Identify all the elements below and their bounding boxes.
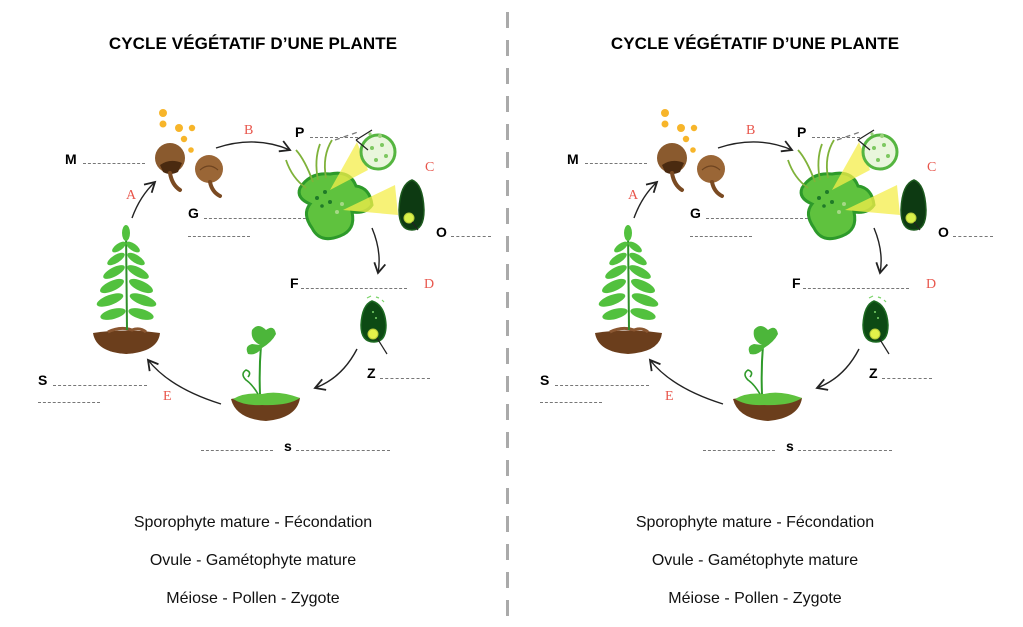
blank-f[interactable] — [301, 288, 407, 289]
blank-g[interactable] — [706, 218, 808, 219]
arrow-d — [815, 348, 860, 391]
word-bank-line-2: Ovule - Gamétophyte mature — [149, 552, 357, 569]
label-s-upper: S — [38, 372, 48, 388]
blank-s-upper[interactable] — [53, 385, 147, 386]
young-sporophyte-icon — [231, 326, 300, 421]
label-o: O — [938, 224, 949, 240]
blank-p[interactable] — [310, 137, 358, 138]
pollen-cones-icon — [155, 109, 223, 198]
label-z: Z — [367, 365, 376, 381]
arrow-c — [873, 227, 889, 275]
word-bank-line-1: Sporophyte mature - Fécondation — [635, 514, 875, 531]
blank-p[interactable] — [812, 137, 860, 138]
blank-s-upper-line2[interactable] — [540, 402, 602, 403]
label-f: F — [792, 275, 801, 291]
arrow-b — [215, 140, 292, 153]
life-cycle-diagram — [93, 109, 425, 421]
label-m: M — [65, 151, 77, 167]
step-d: D — [926, 277, 937, 292]
blank-g-line2[interactable] — [188, 236, 250, 237]
label-f: F — [290, 275, 299, 291]
label-g: G — [690, 205, 701, 221]
worksheet-title: CYCLE VÉGÉTATIF D’UNE PLANTE — [610, 34, 900, 53]
blank-f[interactable] — [803, 288, 909, 289]
zygote-icon — [862, 295, 890, 355]
label-s-upper: S — [540, 372, 550, 388]
step-e: E — [163, 389, 172, 404]
pollen-cones-icon — [657, 109, 725, 198]
worksheet-panel-right: CYCLE VÉGÉTATIF D’UNE PLANTE — [502, 0, 1004, 627]
arrow-a — [131, 180, 157, 219]
blank-g-line2[interactable] — [690, 236, 752, 237]
gametophyte-icon — [787, 131, 900, 241]
fern-sporophyte-icon — [595, 225, 662, 354]
word-bank-line-1: Sporophyte mature - Fécondation — [133, 514, 373, 531]
blank-z[interactable] — [882, 378, 932, 379]
label-m: M — [567, 151, 579, 167]
step-b: B — [244, 123, 254, 138]
zygote-icon — [360, 295, 388, 355]
blank-o[interactable] — [953, 236, 993, 237]
page-divider — [506, 12, 509, 622]
life-cycle-diagram — [595, 109, 927, 421]
step-c: C — [425, 160, 435, 175]
label-o: O — [436, 224, 447, 240]
step-e: E — [665, 389, 674, 404]
word-bank-line-3: Méiose - Pollen - Zygote — [668, 590, 842, 607]
young-sporophyte-icon — [733, 326, 802, 421]
arrow-d — [313, 348, 358, 391]
blank-s-lower[interactable] — [798, 450, 892, 451]
blank-z[interactable] — [380, 378, 430, 379]
step-a: A — [126, 188, 137, 203]
ovule-icon — [900, 179, 927, 231]
blank-m[interactable] — [83, 163, 145, 164]
blank-g[interactable] — [204, 218, 306, 219]
pollen-grain-icon — [355, 129, 397, 171]
step-a: A — [628, 188, 639, 203]
blank-m[interactable] — [585, 163, 647, 164]
label-g: G — [188, 205, 199, 221]
pollen-grain-icon — [857, 129, 899, 171]
label-p: P — [797, 124, 807, 140]
word-bank-line-2: Ovule - Gamétophyte mature — [651, 552, 859, 569]
blank-s-lower-prefix[interactable] — [201, 450, 273, 451]
gametophyte-icon — [285, 131, 398, 241]
worksheet-title: CYCLE VÉGÉTATIF D’UNE PLANTE — [108, 34, 398, 53]
arrow-a — [633, 180, 659, 219]
blank-s-lower-prefix[interactable] — [703, 450, 775, 451]
label-s-lower: s — [284, 438, 292, 454]
blank-s-upper[interactable] — [555, 385, 649, 386]
step-b: B — [746, 123, 756, 138]
label-p: P — [295, 124, 305, 140]
blank-o[interactable] — [451, 236, 491, 237]
blank-s-upper-line2[interactable] — [38, 402, 100, 403]
arrow-b — [717, 140, 794, 153]
arrow-e — [648, 358, 724, 405]
ovule-icon — [398, 179, 425, 231]
blank-s-lower[interactable] — [296, 450, 390, 451]
arrow-e — [146, 358, 222, 405]
label-s-lower: s — [786, 438, 794, 454]
worksheet-panel-left: CYCLE VÉGÉTATIF D’UNE PLANTE — [0, 0, 502, 627]
step-d: D — [424, 277, 435, 292]
fern-sporophyte-icon — [93, 225, 160, 354]
label-z: Z — [869, 365, 878, 381]
arrow-c — [371, 227, 387, 275]
step-c: C — [927, 160, 937, 175]
word-bank-line-3: Méiose - Pollen - Zygote — [166, 590, 340, 607]
